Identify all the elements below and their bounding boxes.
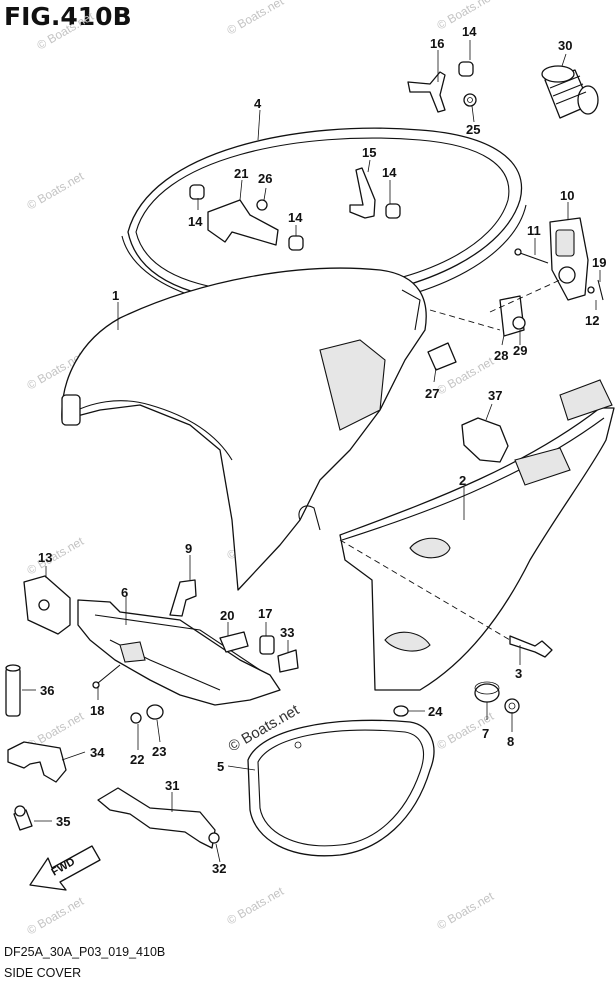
callout-29: 29 xyxy=(513,343,527,358)
cushion-17[interactable] xyxy=(259,635,275,655)
bolt-26[interactable] xyxy=(256,199,268,211)
watermark: © Boats.net xyxy=(25,894,87,938)
fwd-arrow: FWD xyxy=(29,845,101,891)
watermark: © Boats.net xyxy=(435,889,497,933)
leader-dash xyxy=(489,279,561,313)
bracket-21[interactable] xyxy=(207,199,279,246)
bracket-31[interactable] xyxy=(97,787,216,849)
upper-side-cover[interactable] xyxy=(61,267,427,591)
grommet-23[interactable] xyxy=(146,704,164,720)
pin-19[interactable] xyxy=(587,279,604,301)
sleeve-27[interactable] xyxy=(427,342,457,371)
callout-12: 12 xyxy=(585,313,599,328)
callout-27: 27 xyxy=(425,386,439,401)
lower-gasket[interactable] xyxy=(247,719,435,857)
callout-32: 32 xyxy=(212,861,226,876)
grommet-7[interactable] xyxy=(474,681,500,703)
bolt-3[interactable] xyxy=(339,539,553,658)
cushion-14c[interactable] xyxy=(189,184,205,200)
figure-title: FIG.410B xyxy=(4,2,132,31)
callout-24: 24 xyxy=(428,704,443,719)
cushion-14b[interactable] xyxy=(385,203,401,219)
callout-6: 6 xyxy=(121,585,128,600)
grommet-30[interactable] xyxy=(541,65,599,119)
callout-14b: 14 xyxy=(188,214,203,229)
lower-side-cover[interactable] xyxy=(339,379,615,691)
bolt-35[interactable] xyxy=(13,805,33,831)
callout-31: 31 xyxy=(165,778,179,793)
cushion-14d[interactable] xyxy=(288,235,304,251)
bolt-25[interactable] xyxy=(463,93,477,107)
callout-23: 23 xyxy=(152,744,166,759)
callout-28: 28 xyxy=(494,348,508,363)
clip-20[interactable] xyxy=(219,631,249,653)
callout-22: 22 xyxy=(130,752,144,767)
watermark: © Boats.net xyxy=(25,534,87,578)
callout-14a: 14 xyxy=(462,24,477,39)
bolt-8[interactable] xyxy=(504,698,520,714)
watermark: © Boats.net xyxy=(35,9,97,53)
callout-8: 8 xyxy=(507,734,514,749)
bracket-10[interactable] xyxy=(549,217,589,301)
clip-9[interactable] xyxy=(169,579,197,617)
callout-13: 13 xyxy=(38,550,52,565)
lower-bracket[interactable] xyxy=(77,599,281,706)
callout-11: 11 xyxy=(527,223,541,238)
callout-5: 5 xyxy=(217,759,224,774)
bolt-22[interactable] xyxy=(130,712,142,724)
nut-29[interactable] xyxy=(512,316,526,330)
callout-4: 4 xyxy=(254,96,262,111)
callout-9: 9 xyxy=(185,541,192,556)
plate-34[interactable] xyxy=(7,741,67,783)
cushion-14a[interactable] xyxy=(458,61,474,77)
watermark: © Boats.net xyxy=(225,884,287,928)
callout-10: 10 xyxy=(560,188,574,203)
bracket-15[interactable] xyxy=(349,167,376,219)
tube-36[interactable] xyxy=(5,664,21,717)
leader-lines xyxy=(22,40,601,863)
screw-18[interactable] xyxy=(92,664,121,689)
grommet-37[interactable] xyxy=(461,417,509,463)
callout-1: 1 xyxy=(112,288,119,303)
watermark: © Boats.net xyxy=(225,0,287,38)
callout-30: 30 xyxy=(558,38,572,53)
callout-18: 18 xyxy=(90,703,104,718)
callout-33: 33 xyxy=(280,625,294,640)
watermark: © Boats.net xyxy=(25,169,87,213)
callout-14c: 14 xyxy=(288,210,303,225)
callout-16: 16 xyxy=(430,36,444,51)
callouts: 1 2 3 4 5 6 7 8 9 10 11 12 13 14 14 14 1… xyxy=(38,24,606,876)
leader-dash xyxy=(429,309,501,331)
callout-34: 34 xyxy=(90,745,105,760)
callout-37: 37 xyxy=(488,388,502,403)
screw-11[interactable] xyxy=(514,248,549,264)
callout-14d: 14 xyxy=(382,165,397,180)
clip-33[interactable] xyxy=(277,649,299,673)
callout-17: 17 xyxy=(258,606,272,621)
figure-code: DF25A_30A_P03_019_410B xyxy=(4,945,166,959)
callout-2: 2 xyxy=(459,473,466,488)
callout-36: 36 xyxy=(40,683,54,698)
callout-21: 21 xyxy=(234,166,248,181)
callout-20: 20 xyxy=(220,608,234,623)
callout-19: 19 xyxy=(592,255,606,270)
callout-3: 3 xyxy=(515,666,522,681)
bracket-16[interactable] xyxy=(407,71,446,113)
callout-15: 15 xyxy=(362,145,376,160)
callout-35: 35 xyxy=(56,814,70,829)
section-title: SIDE COVER xyxy=(4,966,82,980)
clip-24[interactable] xyxy=(393,705,409,717)
bolt-32[interactable] xyxy=(208,832,220,844)
callout-26: 26 xyxy=(258,171,272,186)
callout-25: 25 xyxy=(466,122,480,137)
callout-7: 7 xyxy=(482,726,489,741)
plate-13[interactable] xyxy=(23,575,71,635)
